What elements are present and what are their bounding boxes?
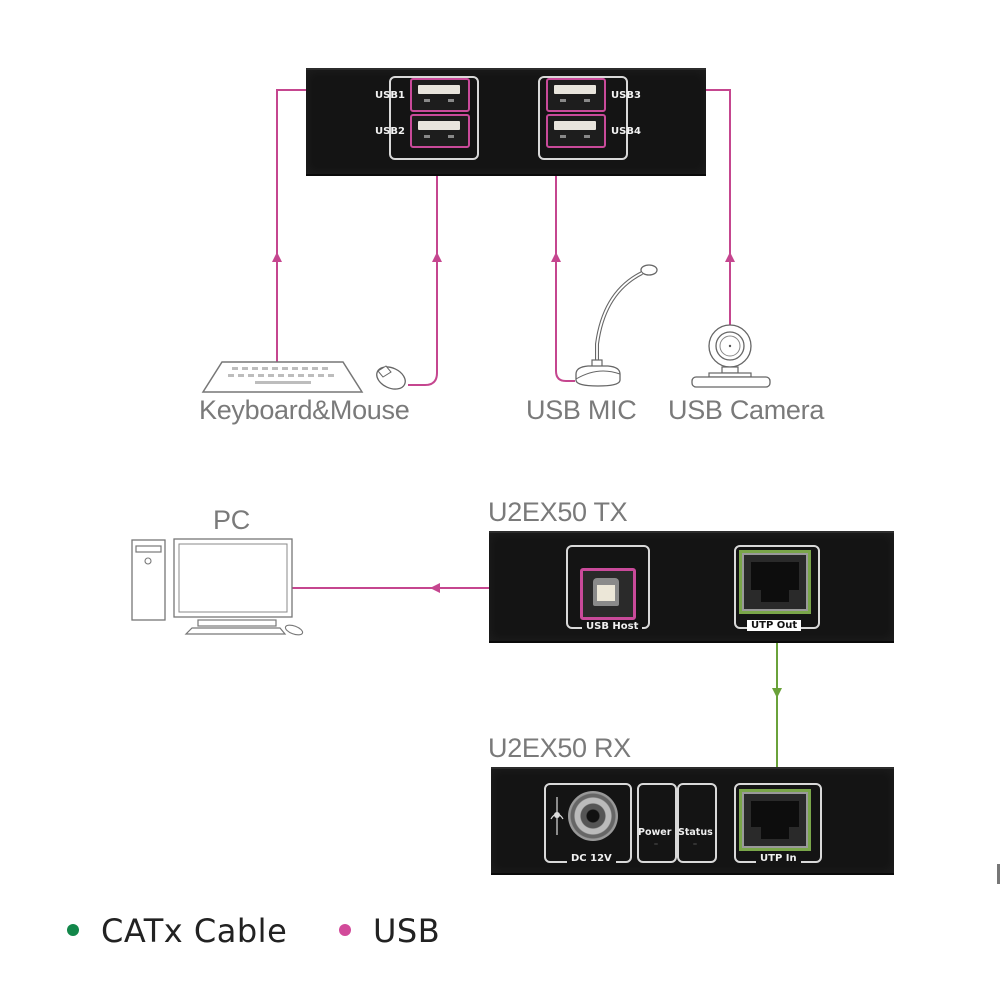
tx-title: U2EX50 TX (488, 497, 628, 527)
usb4-port[interactable] (546, 114, 606, 148)
catx-legend-dot-icon (67, 924, 79, 936)
usb2-label: USB2 (375, 126, 405, 137)
usb-legend-label: USB (373, 912, 441, 950)
catx-legend-label: CATx Cable (101, 912, 288, 950)
webcam-icon (691, 324, 771, 388)
usb4-cable (555, 148, 575, 382)
desktop-computer-icon (131, 538, 304, 636)
usb3-arrow-icon (725, 252, 735, 262)
usb2-port[interactable] (410, 114, 470, 148)
power-label: Power (638, 827, 672, 838)
usb-host-arrow-icon (430, 583, 440, 593)
utp-out-label: UTP Out (747, 620, 802, 631)
dc-label: DC 12V (567, 853, 616, 864)
usb2-cable (408, 148, 438, 386)
usb3-label: USB3 (611, 90, 641, 101)
keyboard-icon (201, 361, 364, 393)
usb1-port[interactable] (410, 78, 470, 112)
usb4-arrow-icon (551, 252, 561, 262)
usb1-label: USB1 (375, 90, 405, 101)
utp-in-port[interactable] (739, 789, 811, 851)
usb-camera-label: USB Camera (668, 395, 825, 425)
usb3-port[interactable] (546, 78, 606, 112)
power-led-frame (637, 783, 677, 863)
status-label: Status (678, 827, 713, 838)
usb-host-port[interactable] (580, 568, 636, 620)
usb2-arrow-icon (432, 252, 442, 262)
rx-title: U2EX50 RX (488, 733, 631, 763)
utp-out-port[interactable] (739, 550, 811, 614)
status-led-frame (677, 783, 717, 863)
usb-legend-dot-icon (339, 924, 351, 936)
usb1-arrow-icon (272, 252, 282, 262)
catx-arrow-icon (772, 688, 782, 698)
edge-mark (997, 864, 1000, 884)
microphone-icon (575, 264, 658, 387)
utp-in-label: UTP In (756, 853, 801, 864)
polarity-icon (550, 797, 564, 835)
pc-label: PC (213, 505, 250, 535)
legend-catx: CATx Cable (67, 912, 287, 950)
power-led (654, 843, 658, 845)
tx-unit-panel: USB Host UTP Out (489, 531, 894, 643)
usb-port-group-right (538, 76, 628, 160)
rx-unit-panel: DC 12V Power Status UTP In (491, 767, 894, 875)
usb-port-group-left (389, 76, 479, 160)
keyboard-mouse-label: Keyboard&Mouse (199, 395, 410, 425)
usb-host-label: USB Host (582, 621, 643, 632)
usb-hub-panel: USB1 USB2 USB3 USB4 (306, 68, 706, 176)
status-led (693, 843, 697, 845)
usb4-label: USB4 (611, 126, 641, 137)
dc-jack[interactable] (568, 791, 618, 841)
usb-mic-label: USB MIC (526, 395, 637, 425)
mouse-icon (376, 365, 406, 390)
legend-usb: USB (339, 912, 440, 950)
